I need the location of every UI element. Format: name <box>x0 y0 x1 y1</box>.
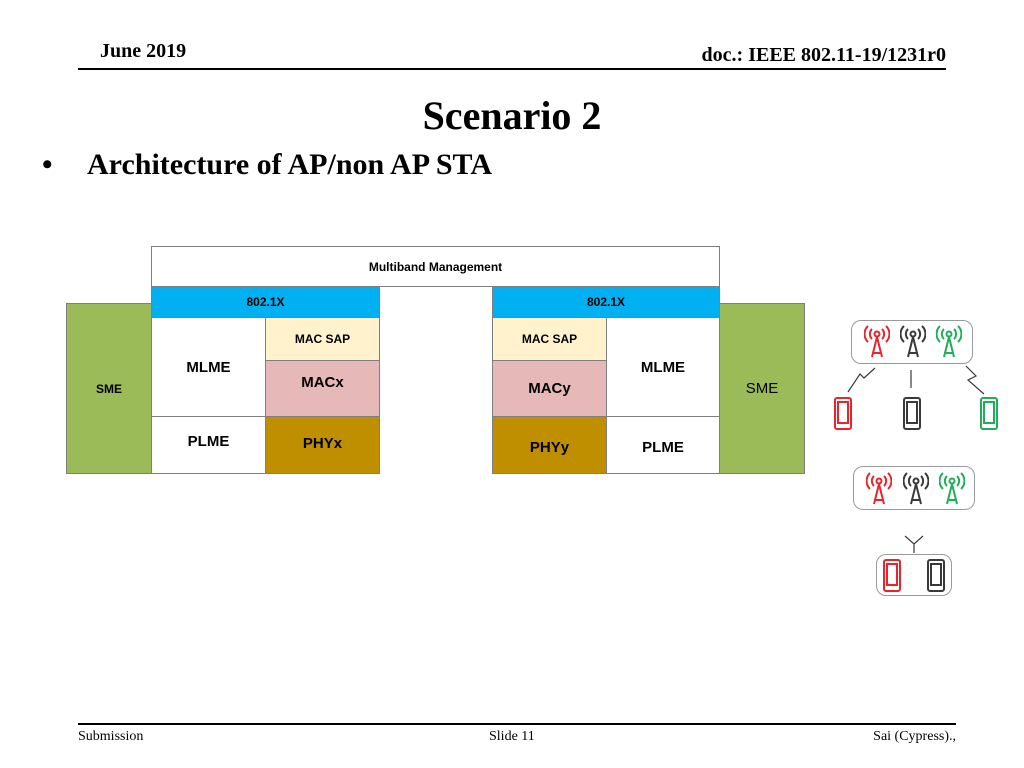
left-mac-sap-box: MAC SAP <box>265 317 380 361</box>
antenna-tower-icon <box>866 472 892 505</box>
footer-submission: Submission <box>78 729 144 744</box>
link-lines <box>904 535 924 553</box>
sta-group <box>876 554 952 596</box>
header-doc-id: doc.: IEEE 802.11-19/1231r0 <box>701 44 946 66</box>
smartphone-icon <box>834 397 852 430</box>
left-mlme-box: MLME <box>151 317 266 417</box>
right-mac-sap-box: MAC SAP <box>492 317 607 361</box>
footer-slide-number: Slide 11 <box>489 729 535 744</box>
bullet-text: Architecture of AP/non AP STA <box>87 148 492 181</box>
left-plme-box: PLME <box>151 416 266 474</box>
left-8021x-box: 802.1X <box>151 286 380 318</box>
multiband-management-box: Multiband Management <box>151 246 720 287</box>
right-plme-box: PLME <box>606 416 720 474</box>
antenna-tower-icon <box>864 325 890 358</box>
right-mlme-box: MLME <box>606 317 720 417</box>
left-sme-box: SME <box>66 303 152 474</box>
slide-title: Scenario 2 <box>422 93 602 138</box>
smartphone-icon <box>980 397 998 430</box>
antenna-tower-icon <box>900 325 926 358</box>
ap-group-1 <box>851 320 973 364</box>
antenna-tower-icon <box>903 472 929 505</box>
ap-group-2 <box>853 466 975 510</box>
header-date: June 2019 <box>100 40 187 62</box>
smartphone-icon <box>927 559 945 592</box>
right-8021x-box: 802.1X <box>492 286 720 318</box>
header-divider <box>78 68 946 70</box>
bullet-marker: • <box>42 148 53 181</box>
footer-divider <box>78 723 956 725</box>
right-sme-box: SME <box>719 303 805 474</box>
left-phy-box: PHYx <box>265 416 380 474</box>
smartphone-icon <box>903 397 921 430</box>
link-lines <box>847 365 985 395</box>
smartphone-icon <box>883 559 901 592</box>
footer-author: Sai (Cypress)., <box>873 729 956 744</box>
antenna-tower-icon <box>939 472 965 505</box>
right-mac-box: MACy <box>492 360 607 417</box>
right-phy-box: PHYy <box>492 416 607 474</box>
antenna-tower-icon <box>936 325 962 358</box>
left-mac-box: MACx <box>265 360 380 417</box>
